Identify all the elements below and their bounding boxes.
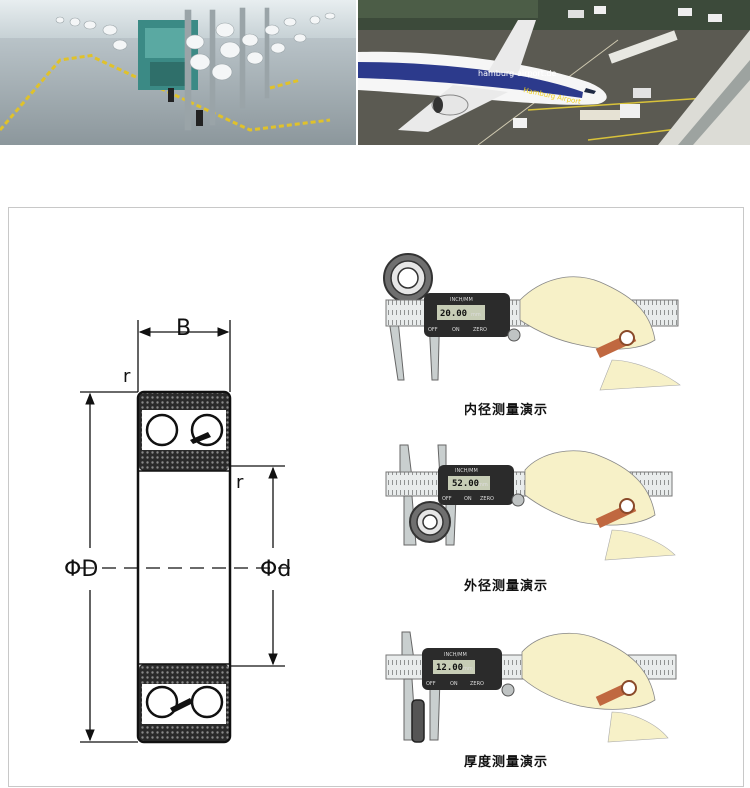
caliper-demo-inner: 20.00 mm INCH/MM OFF ON ZERO xyxy=(383,253,681,391)
caliper-3-unit: mm xyxy=(463,666,473,672)
caliper-3-reading: 12.00 xyxy=(436,663,463,673)
label-width-b: B xyxy=(176,316,191,341)
caliper-3-on: ON xyxy=(450,681,458,687)
label-radius-inner: r xyxy=(236,472,244,493)
caliper-3-zero: ZERO xyxy=(470,681,484,687)
label-radius-top: r xyxy=(123,366,131,387)
caliper-1-off: OFF xyxy=(428,327,438,333)
label-outer-diameter: ΦD xyxy=(64,557,98,582)
caliper-1-unit: mm xyxy=(471,312,481,318)
factory-photo xyxy=(0,0,356,145)
caliper-2-on: ON xyxy=(464,496,472,502)
caliper-3-off: OFF xyxy=(426,681,436,687)
caliper-2-zero: ZERO xyxy=(480,496,494,502)
caliper-1-reading: 20.00 xyxy=(440,309,467,319)
caliper-demo-thickness: 12.00 mm INCH/MM OFF ON ZERO xyxy=(385,631,677,743)
airport-photo: hamburg-airport.de Hamburg Airport xyxy=(358,0,750,145)
caliper-1-on: ON xyxy=(452,327,460,333)
caliper-2-off: OFF xyxy=(442,496,452,502)
label-inner-diameter: Φd xyxy=(260,557,291,582)
caliper-2-mode: INCH/MM xyxy=(455,468,478,474)
livery-text: hamburg-airport.de xyxy=(478,69,556,78)
caption-thickness-measurement: 厚度测量演示 xyxy=(464,754,548,770)
caption-inner-measurement: 内径测量演示 xyxy=(464,402,548,418)
caption-outer-measurement: 外径测量演示 xyxy=(463,578,548,594)
caliper-demo-outer: 52.00 mm INCH/MM OFF ON ZERO xyxy=(385,444,676,561)
caliper-2-reading: 52.00 xyxy=(452,479,479,489)
caliper-1-mode: INCH/MM xyxy=(450,297,473,303)
caliper-2-unit: mm xyxy=(478,482,488,488)
caliper-1-zero: ZERO xyxy=(473,327,487,333)
bearing-drawing xyxy=(80,320,290,744)
caliper-3-mode: INCH/MM xyxy=(444,652,467,658)
